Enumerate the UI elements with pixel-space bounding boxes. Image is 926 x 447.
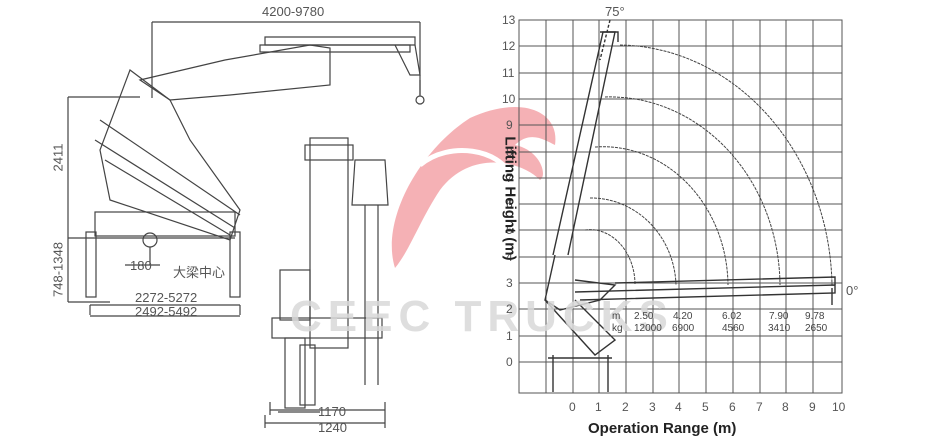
beam-center-label: 大梁中心 [173,265,226,280]
x-tick: 6 [729,400,736,414]
range-unit-label: m [612,311,621,322]
load-value: 2650 [805,323,828,334]
y-tick: 4 [506,250,513,264]
y-tick: 10 [502,92,516,106]
y-tick: 8 [506,145,513,159]
load-value: 12000 [634,323,662,334]
y-tick: 5 [506,223,513,237]
x-tick: 1 [595,400,602,414]
x-tick: 4 [675,400,682,414]
height-upper-dimension: 2411 [50,143,66,172]
rear-width-outer: 1240 [318,420,347,435]
y-tick: 9 [506,118,513,132]
radius-value: 2.50 [634,311,654,322]
x-tick: 7 [756,400,763,414]
watermark-text: CEEC TRUCKS [290,292,674,341]
y-tick: 13 [502,13,516,27]
chart-grid [518,19,843,394]
load-unit-label: kg [612,323,623,334]
y-tick: 0 [506,355,513,369]
radius-value: 4.20 [673,311,693,322]
x-tick: 8 [782,400,789,414]
load-value: 6900 [672,323,695,334]
outrigger-span-inner: 2272-5272 [135,290,198,305]
radius-value: 9.78 [805,311,825,322]
x-tick: 3 [649,400,656,414]
boom-reach-dimension: 4200-9780 [262,4,325,19]
y-tick: 3 [506,276,513,290]
radius-value: 7.90 [769,311,789,322]
x-tick: 2 [622,400,629,414]
x-axis-title: Operation Range (m) [588,420,737,437]
y-tick: 7 [506,171,513,185]
x-tick: 0 [569,400,576,414]
y-tick: 1 [506,329,513,343]
angle-75-label: 75° [605,4,625,19]
angle-0-label: 0° [846,283,859,298]
outrigger-span-outer: 2492-5492 [135,304,198,319]
y-axis-title: Lifting Height (m) [501,136,519,261]
y-tick: 11 [502,66,515,80]
height-lower-dimension: 748-1348 [50,242,66,297]
radius-value: 6.02 [722,311,742,322]
y-tick: 6 [506,197,513,211]
rear-width-inner: 1170 [318,404,346,419]
x-tick: 10 [832,400,846,414]
y-tick: 12 [502,39,516,53]
x-tick: 5 [702,400,709,414]
x-tick: 9 [809,400,816,414]
y-tick: 2 [506,302,513,316]
load-value: 3410 [768,323,791,334]
offset-dimension: 180 [130,258,152,273]
load-value: 4560 [722,323,745,334]
